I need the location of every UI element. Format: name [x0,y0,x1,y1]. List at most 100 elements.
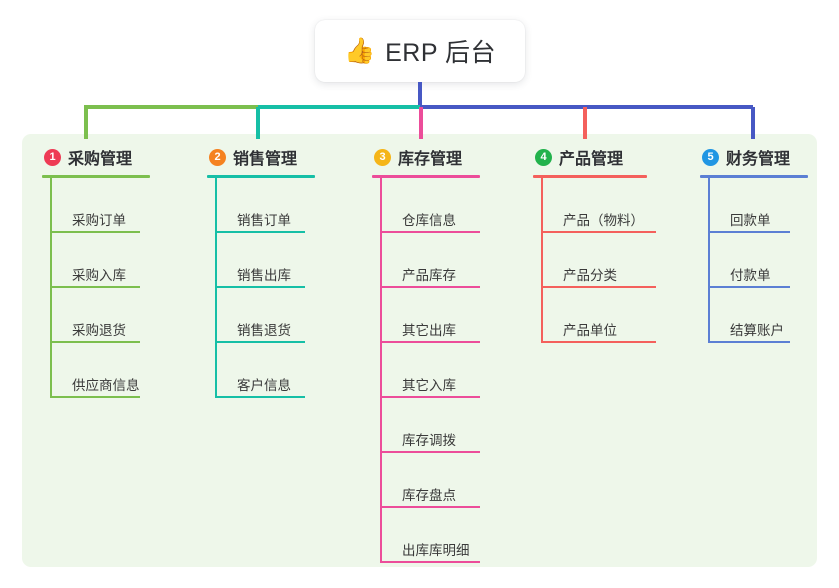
list-item-label: 库存盘点 [402,488,456,504]
list-item[interactable]: 其它入库 [380,343,522,398]
list-item-label: 销售退货 [237,323,291,339]
list-item-underline [541,286,656,288]
branch-title-sales: 销售管理 [233,151,298,168]
branch-underline-purchase [42,175,150,178]
branch-header-purchase[interactable]: 1 采购管理 [42,145,192,169]
list-item-label: 库存调拨 [402,433,456,449]
branch-spine-inventory [380,178,382,563]
branch-title-finance: 财务管理 [726,151,791,168]
list-item-underline [380,286,480,288]
list-item-underline [541,341,656,343]
drop-product [583,107,587,139]
list-item[interactable]: 产品分类 [541,233,683,288]
list-item[interactable]: 库存盘点 [380,453,522,508]
list-item[interactable]: 销售退货 [215,288,357,343]
branch-items-purchase: 采购订单采购入库采购退货供应商信息 [42,178,192,398]
list-item-label: 结算账户 [730,323,784,339]
branch-items-sales: 销售订单销售出库销售退货客户信息 [207,178,357,398]
list-item[interactable]: 销售订单 [215,178,357,233]
list-item-label: 供应商信息 [72,378,140,394]
list-item-underline [541,231,656,233]
branch-underline-finance [700,175,808,178]
branch-title-inventory: 库存管理 [398,151,463,168]
list-item[interactable]: 付款单 [708,233,839,288]
list-item-underline [380,231,480,233]
list-item-underline [50,341,140,343]
list-item-underline [380,396,480,398]
list-item-label: 出库库明细 [402,543,470,559]
list-item-label: 采购退货 [72,323,126,339]
list-item-label: 采购订单 [72,213,126,229]
list-item[interactable]: 销售出库 [215,233,357,288]
list-item-label: 其它出库 [402,323,456,339]
list-item-label: 销售订单 [237,213,291,229]
branch-purchase: 1 采购管理采购订单采购入库采购退货供应商信息 [42,145,192,398]
branch-header-product[interactable]: 4 产品管理 [533,145,683,169]
list-item-underline [50,396,140,398]
list-item-underline [215,231,305,233]
list-item-label: 客户信息 [237,378,291,394]
list-item[interactable]: 产品库存 [380,233,522,288]
branch-header-sales[interactable]: 2 销售管理 [207,145,357,169]
root-node-title: ERP 后台 [385,39,497,67]
bus-teal [258,105,420,109]
diagram-panel [22,134,817,567]
list-item-label: 付款单 [730,268,771,284]
branch-number-badge: 2 [209,148,226,166]
branch-spine-product [541,178,543,343]
branch-number-badge: 4 [535,148,552,166]
drop-sales [256,107,260,139]
root-stem-connector [418,82,422,107]
thumbs-up-icon: 👍 [343,36,376,65]
list-item-underline [50,286,140,288]
list-item-underline [708,341,790,343]
drop-inventory [419,107,423,139]
root-node-erp-backend[interactable]: 👍 ERP 后台 [315,20,525,82]
list-item[interactable]: 采购入库 [50,233,192,288]
branch-underline-product [533,175,647,178]
branch-underline-sales [207,175,315,178]
bus-green [84,105,258,109]
branch-finance: 5 财务管理回款单付款单结算账户 [700,145,839,343]
branch-title-product: 产品管理 [559,151,624,168]
list-item[interactable]: 库存调拨 [380,398,522,453]
branch-spine-finance [708,178,710,343]
list-item[interactable]: 仓库信息 [380,178,522,233]
branch-title-purchase: 采购管理 [68,151,133,168]
list-item-label: 产品（物料） [563,213,644,229]
list-item-underline [380,341,480,343]
branch-items-inventory: 仓库信息产品库存其它出库其它入库库存调拨库存盘点出库库明细 [372,178,522,563]
branch-header-finance[interactable]: 5 财务管理 [700,145,839,169]
drop-finance [751,107,755,139]
list-item[interactable]: 产品单位 [541,288,683,343]
list-item-underline [708,231,790,233]
list-item-label: 产品单位 [563,323,617,339]
branch-items-product: 产品（物料） 产品分类产品单位 [533,178,683,343]
list-item[interactable]: 其它出库 [380,288,522,343]
branch-underline-inventory [372,175,480,178]
list-item[interactable]: 采购退货 [50,288,192,343]
list-item[interactable]: 供应商信息 [50,343,192,398]
list-item-label: 采购入库 [72,268,126,284]
list-item-underline [380,506,480,508]
branch-number-badge: 5 [702,148,719,166]
list-item[interactable]: 客户信息 [215,343,357,398]
list-item[interactable]: 采购订单 [50,178,192,233]
list-item[interactable]: 出库库明细 [380,508,522,563]
branch-inventory: 3 库存管理仓库信息产品库存其它出库其它入库库存调拨库存盘点出库库明细 [372,145,522,563]
branch-header-inventory[interactable]: 3 库存管理 [372,145,522,169]
list-item-underline [215,341,305,343]
list-item-label: 销售出库 [237,268,291,284]
branch-spine-purchase [50,178,52,398]
branch-spine-sales [215,178,217,398]
list-item-underline [380,561,480,563]
branch-number-badge: 1 [44,148,61,166]
list-item-label: 其它入库 [402,378,456,394]
list-item[interactable]: 回款单 [708,178,839,233]
list-item[interactable]: 产品（物料） [541,178,683,233]
drop-purchase [84,107,88,139]
list-item-label: 回款单 [730,213,771,229]
list-item[interactable]: 结算账户 [708,288,839,343]
list-item-underline [380,451,480,453]
branch-number-badge: 3 [374,148,391,166]
